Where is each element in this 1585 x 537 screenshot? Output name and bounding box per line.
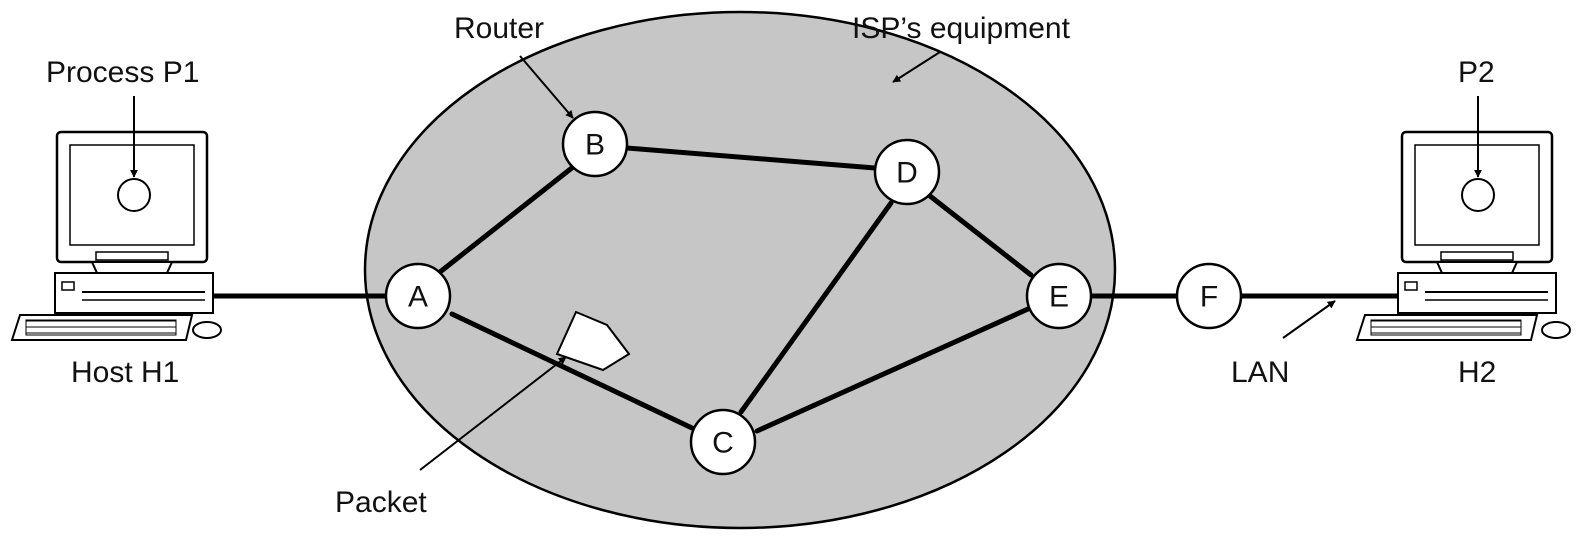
link-a-c — [449, 311, 695, 431]
label-isp-equipment: ISP’s equipment — [852, 12, 1071, 45]
node-a: A — [384, 262, 452, 330]
arrow-router — [519, 55, 574, 119]
arrow-isp-equipment — [892, 51, 941, 83]
node-e-label: E — [1049, 281, 1069, 314]
link-b-d — [624, 145, 878, 171]
link-d-e — [927, 193, 1034, 278]
node-e: E — [1025, 262, 1093, 330]
label-h2: H2 — [1458, 356, 1496, 389]
host-h1-computer-icon — [10, 130, 222, 341]
node-c: C — [689, 408, 757, 476]
arrow-lan — [1282, 300, 1336, 339]
isp-cloud — [363, 10, 1117, 530]
label-lan: LAN — [1231, 356, 1289, 389]
link-c-e — [754, 306, 1031, 434]
node-b: B — [561, 110, 629, 178]
label-packet: Packet — [335, 486, 427, 519]
label-p2: P2 — [1458, 56, 1495, 89]
node-c-label: C — [712, 427, 734, 460]
arrow-packet — [419, 356, 567, 471]
packet-shape — [555, 310, 631, 372]
host-h2-computer-icon — [1355, 130, 1571, 341]
pointer-arrows — [130, 51, 1482, 471]
link-c-d — [738, 200, 894, 415]
node-f-label: F — [1200, 281, 1218, 314]
label-process-p1: Process P1 — [46, 56, 199, 89]
link-a-b — [437, 164, 576, 275]
links — [209, 145, 1403, 434]
process-p2-icon — [1461, 178, 1495, 212]
node-f: F — [1175, 262, 1243, 330]
node-a-label: A — [408, 281, 428, 314]
label-router: Router — [454, 12, 544, 45]
label-host-h1: Host H1 — [71, 356, 179, 389]
node-b-label: B — [585, 129, 605, 162]
node-d: D — [873, 138, 941, 206]
node-d-label: D — [896, 157, 918, 190]
process-p1-icon — [117, 178, 151, 212]
